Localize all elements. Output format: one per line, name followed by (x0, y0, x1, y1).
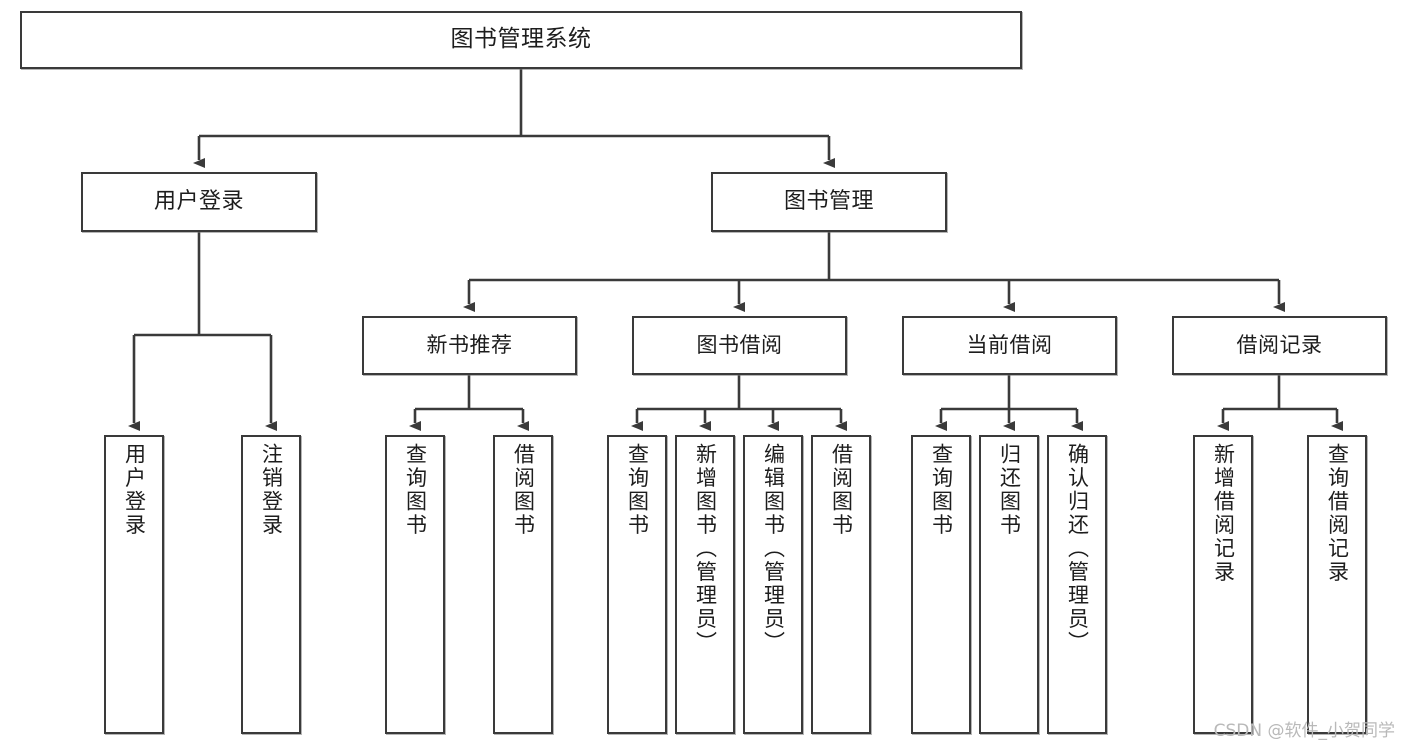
leaf-borrow-book[interactable]: 借阅图书 (811, 435, 871, 734)
leaf-add-book-admin[interactable]: 新增图书（管理员） (675, 435, 735, 734)
node-new-book-recommend-label: 新书推荐 (426, 332, 513, 357)
leaf-add-book-admin-label: 新增图书（管理员） (693, 443, 718, 655)
leaf-search-book-recommend[interactable]: 查询图书 (385, 435, 445, 734)
node-book-management-label: 图书管理 (783, 188, 874, 214)
leaf-search-borrow-record-label: 查询借阅记录 (1325, 443, 1350, 584)
node-book-borrow[interactable]: 图书借阅 (632, 316, 847, 375)
leaf-add-borrow-record-label: 新增借阅记录 (1211, 443, 1236, 584)
leaf-logout[interactable]: 注销登录 (241, 435, 301, 734)
leaf-logout-label: 注销登录 (259, 443, 284, 537)
leaf-return-book-label: 归还图书 (997, 443, 1022, 537)
node-user-login-label: 用户登录 (153, 188, 244, 214)
leaf-borrow-book-recommend[interactable]: 借阅图书 (493, 435, 553, 734)
node-borrow-record[interactable]: 借阅记录 (1172, 316, 1387, 375)
leaf-search-book-borrow[interactable]: 查询图书 (607, 435, 667, 734)
node-borrow-record-label: 借阅记录 (1236, 332, 1323, 357)
leaf-confirm-return-admin-label: 确认归还（管理员） (1065, 443, 1090, 655)
leaf-search-book-borrow-label: 查询图书 (625, 443, 650, 537)
leaf-user-login-label: 用户登录 (122, 443, 147, 537)
leaf-add-borrow-record[interactable]: 新增借阅记录 (1193, 435, 1253, 734)
node-new-book-recommend[interactable]: 新书推荐 (362, 316, 577, 375)
leaf-borrow-book-recommend-label: 借阅图书 (511, 443, 536, 537)
node-book-borrow-label: 图书借阅 (696, 332, 783, 357)
leaf-search-book-recommend-label: 查询图书 (403, 443, 428, 537)
leaf-borrow-book-label: 借阅图书 (829, 443, 854, 537)
node-user-login[interactable]: 用户登录 (81, 172, 317, 232)
leaf-search-book-current-label: 查询图书 (929, 443, 954, 537)
leaf-edit-book-admin-label: 编辑图书（管理员） (761, 443, 786, 655)
leaf-user-login[interactable]: 用户登录 (104, 435, 164, 734)
node-current-borrow[interactable]: 当前借阅 (902, 316, 1117, 375)
leaf-return-book[interactable]: 归还图书 (979, 435, 1039, 734)
watermark: CSDN @软件_小贺同学 (1213, 721, 1395, 741)
leaf-search-book-current[interactable]: 查询图书 (911, 435, 971, 734)
node-root[interactable]: 图书管理系统 (20, 11, 1022, 69)
node-book-management[interactable]: 图书管理 (711, 172, 947, 232)
node-current-borrow-label: 当前借阅 (966, 332, 1053, 357)
leaf-confirm-return-admin[interactable]: 确认归还（管理员） (1047, 435, 1107, 734)
node-root-label: 图书管理系统 (450, 26, 592, 53)
leaf-search-borrow-record[interactable]: 查询借阅记录 (1307, 435, 1367, 734)
leaf-edit-book-admin[interactable]: 编辑图书（管理员） (743, 435, 803, 734)
